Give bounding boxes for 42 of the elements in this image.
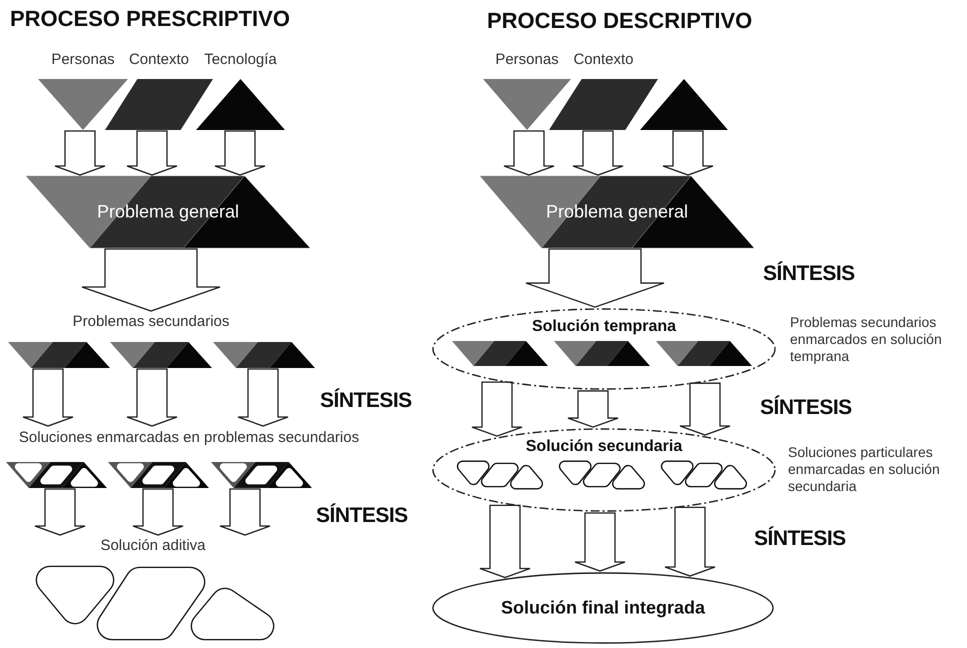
block-arrow (126, 130, 178, 176)
column-title: PROCESO PRESCRIPTIVO (10, 6, 290, 32)
input-heading: Tecnología (204, 50, 277, 70)
block-arrow (54, 130, 106, 176)
block-arrow (219, 488, 271, 536)
input-heading: Contexto (128, 50, 190, 70)
input-heading: Personas (495, 50, 559, 70)
flow-text: Soluciones enmarcadas en problemas secundarios (18, 427, 360, 449)
problem-label: Problema general (96, 202, 240, 222)
input-heading: Personas (51, 50, 115, 70)
block-arrow (34, 488, 86, 536)
block-arrow (22, 368, 74, 427)
block-arrow (214, 130, 266, 176)
step-label: SÍNTESIS (763, 262, 855, 286)
block-arrow (471, 381, 523, 437)
block-arrow (679, 382, 731, 436)
step-label: SÍNTESIS (316, 504, 408, 528)
block-arrow (126, 368, 178, 427)
step-label: SÍNTESIS (320, 389, 412, 413)
problem-label: Problema general (546, 202, 688, 222)
block-arrow (132, 488, 184, 536)
flow-text: Problemas secundarios (72, 312, 230, 332)
block-arrow (664, 506, 716, 577)
block-arrow (525, 248, 665, 308)
ellipse-heading: Solución secundaria (526, 437, 682, 457)
ellipse-label: Solución final integrada (500, 598, 706, 618)
block-arrow (237, 368, 289, 427)
block-arrow (503, 130, 555, 176)
block-arrow (567, 390, 619, 428)
block-arrow (662, 130, 714, 176)
block-arrow (479, 504, 531, 578)
node-heading: Solución aditiva (100, 536, 206, 556)
column-title: PROCESO DESCRIPTIVO (487, 8, 752, 34)
block-arrow (574, 512, 626, 572)
side-note: Soluciones particulares enmarcadas en solución secundaria (788, 444, 941, 495)
ellipse-heading: Solución temprana (532, 317, 676, 337)
block-arrow (81, 248, 221, 312)
input-heading: Contexto (573, 50, 634, 70)
block-arrow (572, 130, 624, 176)
step-label: SÍNTESIS (760, 396, 852, 420)
step-label: SÍNTESIS (754, 527, 846, 551)
side-note: Problemas secundarios enmarcados en solución temprana (790, 314, 943, 365)
